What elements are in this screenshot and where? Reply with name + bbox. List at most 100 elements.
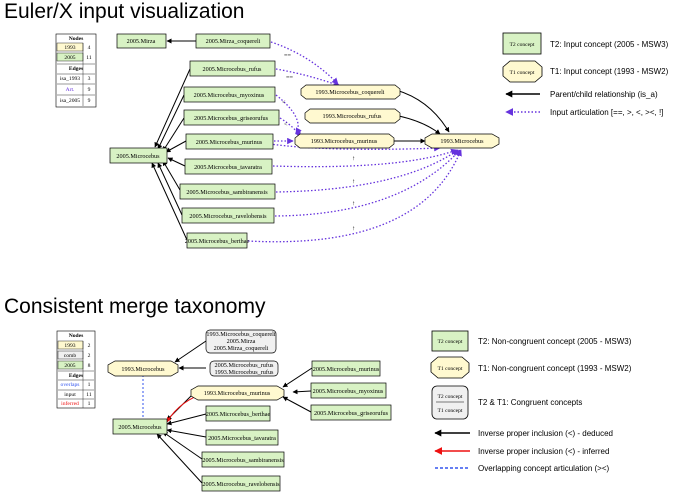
table-cell: 11 bbox=[86, 392, 92, 398]
legend-articulation-text: Input articulation [==, >, <, ><, !] bbox=[550, 108, 663, 117]
node-label: 2005.Microcebus_sambiranensis bbox=[186, 189, 268, 196]
node-2005-microcebus-rufus[interactable] bbox=[189, 60, 276, 77]
node-1993-microcebus-rufus[interactable] bbox=[304, 108, 401, 124]
node-m2005-microcebus[interactable] bbox=[112, 418, 168, 435]
node-label: 2005.Microcebus_tavaratra bbox=[208, 435, 276, 442]
table-cell: input bbox=[64, 392, 76, 398]
node-m2005-microcebus-myoxinus[interactable] bbox=[310, 382, 387, 399]
legend-t1-swatch bbox=[430, 356, 470, 379]
node-2005-microcebus-murinus[interactable] bbox=[185, 133, 274, 150]
node-label: 2005.Microcebus_murinus bbox=[313, 366, 380, 373]
node-label: 1993.Microcebus_coquereli bbox=[206, 331, 276, 338]
table-cell: inferred bbox=[61, 400, 79, 407]
node-comb-coquereli[interactable] bbox=[205, 329, 277, 354]
node-m2005-microcebus-berthae[interactable] bbox=[205, 405, 271, 422]
legend-t2-swatch bbox=[502, 32, 542, 55]
node-m2005-microcebus-griseorufus[interactable] bbox=[310, 404, 392, 421]
table-cell: 2005 bbox=[64, 55, 75, 61]
legend-t2-text: T2: Non-congruent concept (2005 - MSW3) bbox=[478, 337, 632, 346]
table-cell: 3 bbox=[88, 76, 91, 82]
table-cell: 9 bbox=[88, 98, 91, 104]
node-m2005-microcebus-tavaratra[interactable] bbox=[205, 429, 279, 446]
node-2005-microcebus-sambiranensis[interactable] bbox=[179, 183, 276, 200]
node-label: 1993.Microcebus_rufus bbox=[215, 369, 275, 376]
articulation-label: ↑ bbox=[352, 178, 355, 185]
node-2005-microcebus[interactable] bbox=[109, 147, 168, 164]
node-label: 2005.Microcebus_tavaratra bbox=[194, 164, 262, 171]
node-2005-microcebus-griseorufus[interactable] bbox=[183, 109, 280, 126]
node-m1993-microcebus-murinus[interactable] bbox=[190, 385, 285, 401]
legend-t2-swatch bbox=[431, 330, 469, 352]
node-2005-mirza[interactable] bbox=[116, 33, 167, 49]
table-cell: 11 bbox=[86, 55, 92, 61]
node-1993-microcebus[interactable] bbox=[424, 133, 500, 149]
legend-deduced-text: Inverse proper inclusion (<) - deduced bbox=[478, 429, 613, 438]
table-header-edges: Edges bbox=[69, 66, 84, 72]
table-header-edges: Edges bbox=[69, 373, 84, 379]
node-label: 2005.Mirza bbox=[227, 338, 256, 345]
node-label: 2005.Microcebus_rufus bbox=[203, 66, 263, 73]
table-header-nodes: Nodes bbox=[69, 36, 84, 42]
legend-swatch-label: T1 concept bbox=[509, 70, 534, 76]
node-label: 1993.Microcebus_rufus bbox=[323, 113, 383, 120]
articulation-label: ↑ bbox=[352, 200, 355, 207]
node-m2005-microcebus-sambiranensis[interactable] bbox=[201, 451, 285, 468]
table-cell: 1 bbox=[88, 401, 91, 407]
legend-swatch-label: T2 concept bbox=[509, 42, 534, 48]
table-cell: 2 bbox=[88, 353, 91, 359]
table-cell: 8 bbox=[88, 363, 91, 369]
node-2005-microcebus-tavaratra[interactable] bbox=[184, 158, 273, 175]
table-cell: 2 bbox=[88, 343, 91, 349]
node-label: 2005.Microcebus_berthae bbox=[206, 411, 271, 418]
node-2005-microcebus-myoxinus[interactable] bbox=[183, 86, 276, 103]
legend-swatch-label: T2 concept bbox=[437, 339, 462, 345]
node-label: 2005.Microcebus_murinus bbox=[196, 139, 263, 146]
legend-t1-text: T1: Input concept (1993 - MSW2) bbox=[550, 67, 669, 76]
merge-legend: T2 concept T2: Non-congruent concept (20… bbox=[430, 330, 632, 473]
node-label: 2005.Microcebus_ravelobensis bbox=[189, 213, 267, 220]
node-m1993-microcebus[interactable] bbox=[107, 360, 179, 377]
node-2005-microcebus-berthae[interactable] bbox=[186, 232, 248, 249]
node-label: 1993.Microcebus_murinus bbox=[204, 390, 271, 397]
node-1993-microcebus-coquereli[interactable] bbox=[300, 84, 401, 100]
node-2005-mirza-coquereli[interactable] bbox=[195, 33, 271, 49]
node-label: 2005.Microcebus_griseorufus bbox=[314, 410, 389, 417]
articulation-label: < bbox=[284, 121, 288, 128]
merge-nodes bbox=[107, 329, 392, 492]
node-label: 2005.Microcebus_myoxinus bbox=[313, 388, 384, 395]
node-label: 2005.Microcebus bbox=[118, 424, 162, 431]
input-summary-table: Nodes 1993 4 2005 11 Edges isa_1993 3 Ar… bbox=[55, 33, 97, 108]
table-cell: 1 bbox=[88, 382, 91, 388]
input-legend: T2 concept T2: Input concept (2005 - MSW… bbox=[502, 32, 669, 117]
node-label: 2005.Microcebus_rufus bbox=[215, 362, 275, 369]
legend-t1-text: T1: Non-congruent concept (1993 - MSW2) bbox=[478, 364, 632, 373]
legend-parent-text: Parent/child relationship (is_a) bbox=[550, 90, 658, 99]
input-isa-edges bbox=[151, 38, 450, 241]
merge-summary-table: Nodes 1993 2 comb 2 2005 8 Edges overlap… bbox=[56, 330, 96, 409]
table-cell: Art. bbox=[66, 87, 75, 93]
legend-inferred-text: Inverse proper inclusion (<) - inferred bbox=[478, 447, 609, 456]
articulation-label: ↑ bbox=[352, 225, 355, 232]
node-label: 2005.Microcebus_ravelobensis bbox=[202, 481, 280, 488]
legend-swatch-label: T1 concept bbox=[437, 366, 462, 372]
legend-congruent-text: T2 & T1: Congruent concepts bbox=[478, 398, 582, 407]
node-label: 1993.Microcebus_murinus bbox=[311, 138, 378, 145]
node-label: 2005.Mirza_coquereli bbox=[206, 38, 261, 45]
merge-taxonomy-title: Consistent merge taxonomy bbox=[4, 295, 266, 318]
node-label: 1993.Microcebus bbox=[121, 366, 165, 373]
table-cell: 1993 bbox=[64, 45, 75, 51]
node-m2005-microcebus-ravelobensis[interactable] bbox=[201, 475, 281, 492]
input-visualization-title: Euler/X input visualization bbox=[4, 0, 245, 23]
table-cell: comb bbox=[64, 353, 77, 359]
table-cell: 4 bbox=[88, 45, 91, 51]
legend-overlap-text: Overlapping concept articulation (><) bbox=[478, 464, 610, 473]
articulation-label: == bbox=[286, 74, 293, 81]
node-m2005-microcebus-murinus[interactable] bbox=[311, 360, 381, 377]
articulation-label: == bbox=[284, 52, 291, 59]
node-2005-microcebus-ravelobensis[interactable] bbox=[181, 207, 275, 224]
node-1993-microcebus-murinus[interactable] bbox=[294, 133, 395, 149]
node-comb-rufus[interactable] bbox=[209, 360, 279, 377]
node-label: 2005.Microcebus_myoxinus bbox=[194, 92, 265, 99]
input-articulation-edges bbox=[247, 41, 462, 243]
